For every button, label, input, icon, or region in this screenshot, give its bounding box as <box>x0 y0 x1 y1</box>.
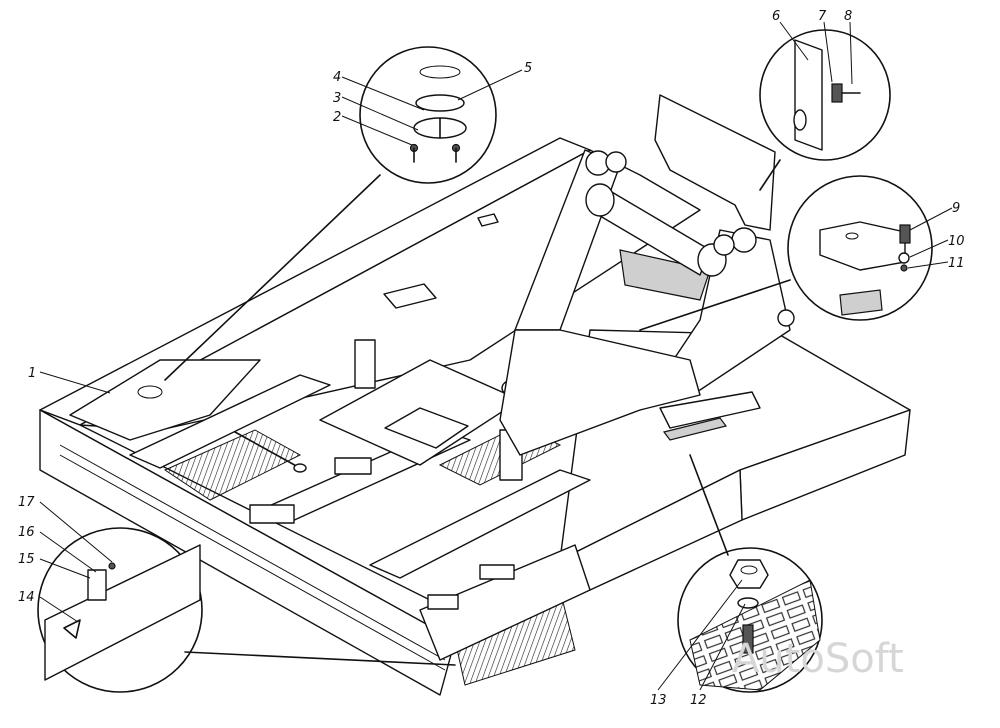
tube-end-left <box>585 183 615 217</box>
washer-12 <box>737 597 759 609</box>
callout-2: 2 <box>333 110 341 125</box>
callout-16: 16 <box>18 525 35 540</box>
callout-1: 1 <box>28 366 36 381</box>
pin-17 <box>108 562 116 570</box>
detail-circle-right <box>787 175 933 321</box>
bolt-9 <box>899 224 911 244</box>
deck-slot <box>383 283 437 309</box>
bracket-f <box>427 594 459 610</box>
detail-circle-top <box>359 46 497 184</box>
main-frame <box>39 137 911 696</box>
stud-12 <box>742 624 754 654</box>
detail-circle-bottom-right <box>677 547 823 693</box>
callout-9: 9 <box>952 201 960 216</box>
lug-right-top <box>731 227 757 253</box>
corner-plate <box>69 359 261 441</box>
a-frame-tower <box>499 149 795 456</box>
callout-12: 12 <box>690 693 707 708</box>
callout-13: 13 <box>650 693 667 708</box>
tower-base <box>499 329 701 456</box>
callout-15: 15 <box>18 552 35 567</box>
bearing-block <box>819 221 906 271</box>
bracket-d <box>334 457 372 475</box>
callout-3: 3 <box>333 91 341 106</box>
lug-right-bottom <box>777 309 795 327</box>
callout-6: 6 <box>772 9 780 24</box>
deck-slot-small <box>477 213 499 227</box>
gasket-ring <box>419 65 461 79</box>
washer-10 <box>898 252 910 264</box>
latch-plate <box>44 544 201 681</box>
bracket-plate-6 <box>794 39 823 151</box>
connector-lines <box>164 159 791 666</box>
leader-lines <box>39 21 953 691</box>
nut-11 <box>900 264 908 272</box>
callout-7: 7 <box>818 9 827 24</box>
cross-member-1 <box>129 374 331 469</box>
interior-hatch-1 <box>163 429 302 501</box>
detail-circle-bottom-left <box>37 527 203 693</box>
corner-plate-hole <box>137 385 163 399</box>
tread-plate <box>689 579 821 691</box>
bracket-e <box>479 564 515 580</box>
callout-5: 5 <box>524 61 532 76</box>
callout-11: 11 <box>948 256 965 271</box>
callout-14: 14 <box>18 590 35 605</box>
callout-8: 8 <box>844 9 852 24</box>
latch-15 <box>87 569 107 601</box>
mounting-plate <box>654 94 776 231</box>
nut-7 <box>831 83 843 103</box>
callout-17: 17 <box>18 495 35 510</box>
rear-end-plate <box>419 544 591 661</box>
step-plate-slot <box>662 417 728 441</box>
flange-top <box>415 94 465 112</box>
callout-4: 4 <box>333 70 341 85</box>
step-plate <box>659 391 761 429</box>
clip-14 <box>63 619 81 639</box>
bracket-c <box>249 504 295 524</box>
callout-numbers: 1 2 3 4 5 6 7 8 9 10 11 12 13 14 15 16 1… <box>18 9 965 708</box>
bracket-a <box>354 339 376 389</box>
watermark: AutoSoft <box>732 636 904 682</box>
center-opening <box>384 407 469 449</box>
front-rail-side <box>39 409 456 696</box>
cross-member-3 <box>369 469 591 579</box>
detail-circle-top-right <box>759 29 891 161</box>
callout-10: 10 <box>948 234 965 249</box>
